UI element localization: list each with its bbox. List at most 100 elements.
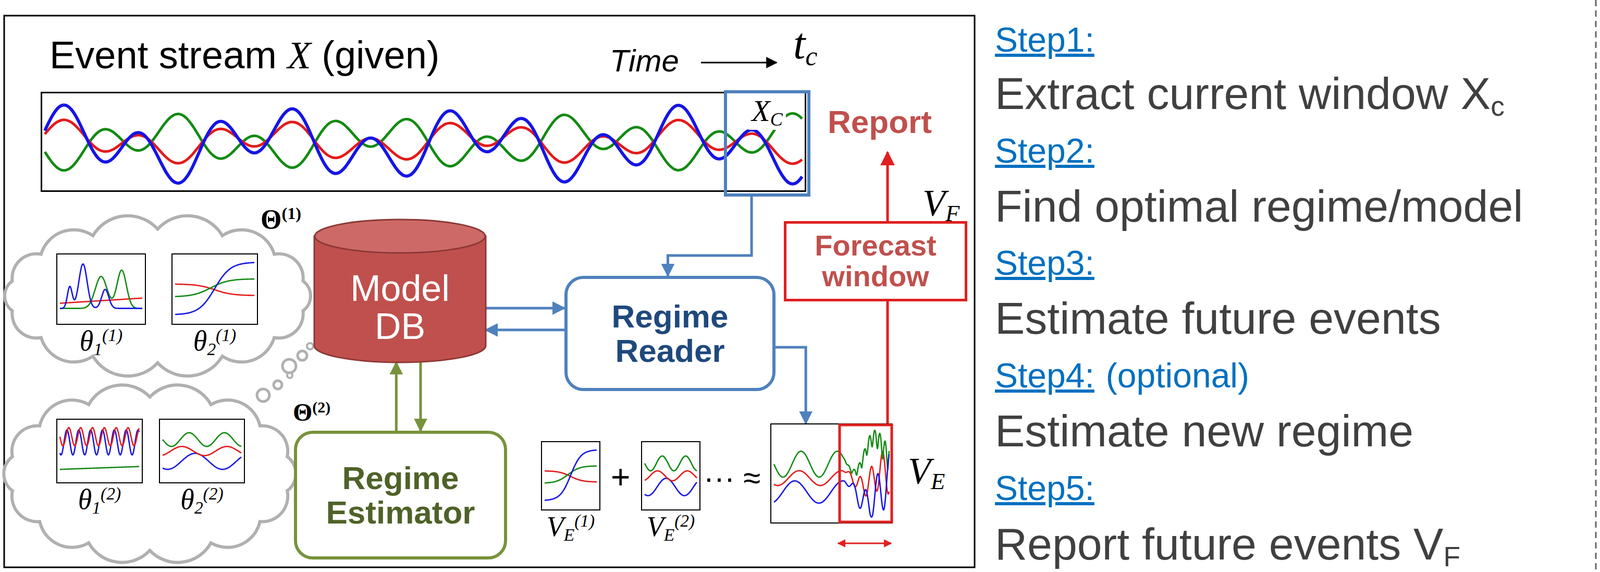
text-part: Θ: [292, 398, 313, 426]
connector-arrow: [485, 306, 565, 310]
parameter-label: VE(1): [546, 511, 595, 544]
text-part: θ: [78, 483, 93, 515]
step-description: Find optimal regime/model: [994, 183, 1523, 229]
text-part: θ: [79, 325, 94, 357]
forecast-box: Forecast window: [783, 220, 968, 302]
parameter-label: VE(2): [646, 511, 695, 544]
text-part: (1): [102, 325, 123, 345]
text-part: E: [663, 524, 675, 545]
current-window-box: XC: [723, 90, 811, 197]
thought-bubble: [256, 388, 270, 402]
text-part: E: [563, 524, 575, 545]
text-part: θ: [193, 325, 208, 357]
connector-arrow: [419, 362, 422, 431]
estimate-plot: VE: [770, 423, 893, 524]
cloud-outline: [3, 384, 296, 562]
thought-bubble: [282, 359, 297, 373]
text-part: 2: [206, 339, 216, 359]
time-label: tc: [793, 19, 818, 71]
step-heading: Step3:: [994, 243, 1095, 282]
text-part: θ: [180, 483, 195, 515]
thought-bubble: [273, 380, 282, 389]
step-description: Estimate future events: [994, 295, 1442, 341]
thought-bubble: [287, 372, 293, 378]
text-part: t: [793, 19, 806, 68]
database-cylinder: Model DB: [314, 219, 486, 363]
data-curve: [544, 449, 597, 500]
component-plot: VE(2): [641, 440, 701, 511]
data-curve: [59, 269, 143, 309]
report-label: Report: [827, 104, 932, 140]
text-part: E: [930, 468, 945, 495]
data-curve: [59, 263, 143, 309]
parameter-label: θ2(2): [180, 484, 224, 517]
text-part: C: [770, 108, 783, 130]
text-part: (1): [281, 203, 302, 223]
forecast-value-label: VF: [922, 182, 960, 227]
data-curve: [162, 446, 242, 456]
cylinder-top: [314, 219, 486, 253]
step-heading: Step1:: [994, 20, 1095, 59]
approx-sign: ··· ≈: [703, 460, 761, 496]
node-illustration: [771, 424, 892, 523]
text-part: (1): [574, 510, 595, 531]
process-label: Regime Reader: [592, 299, 749, 367]
text-part: (2): [203, 483, 224, 503]
data-curve: [773, 453, 890, 517]
text-part: 1: [91, 497, 101, 518]
text-part: X: [751, 93, 770, 128]
model-set-label: Θ(2): [292, 398, 331, 426]
step-description: Report future events VF: [994, 521, 1461, 571]
component-plot: VE(1): [540, 440, 601, 511]
time-arrow: [700, 62, 777, 64]
forecast-label: Forecast window: [797, 230, 954, 292]
process-box: Regime Reader: [564, 275, 776, 391]
node-illustration: [57, 419, 142, 483]
stream-title: Event stream X (given): [49, 34, 440, 77]
model-plot: θ1(1): [56, 253, 146, 325]
text-part: (1): [215, 325, 237, 345]
parameter-label: θ2(1): [193, 325, 237, 359]
text-part: (given): [311, 33, 440, 77]
database-label: Model DB: [340, 269, 461, 347]
text-part: 1: [93, 339, 103, 359]
text-part: Extract current window X: [994, 68, 1491, 119]
node-illustration: [542, 441, 600, 510]
panel-border: [4, 15, 975, 568]
text-part: F: [945, 200, 960, 227]
model-cloud: Θ(1)θ1(1)θ2(1): [15, 221, 300, 371]
model-plot: θ2(1): [171, 253, 258, 325]
connector-arrow: [667, 196, 752, 276]
parameter-label: θ1(1): [79, 325, 123, 359]
step-heading: Step2:: [994, 131, 1095, 170]
connector-arrow: [485, 328, 565, 331]
text-part: V: [922, 181, 946, 224]
text-part: (2): [312, 398, 331, 416]
model-set-label: Θ(1): [260, 204, 302, 234]
text-part: Report future events V: [994, 518, 1444, 569]
cylinder-body: [314, 236, 486, 363]
text-part: 2: [194, 497, 204, 518]
data-curve: [644, 470, 697, 481]
step-description: Extract current window Xc: [994, 70, 1505, 121]
model-cloud: Θ(2)θ1(2)θ2(2): [15, 388, 285, 559]
data-curve: [59, 427, 140, 446]
node-illustration: [42, 93, 805, 191]
thought-bubble: [306, 342, 314, 350]
process-label: Regime Estimator: [314, 460, 487, 529]
model-plot: θ1(2): [56, 418, 143, 484]
node-illustration: [160, 419, 244, 483]
text-part: X: [287, 33, 312, 77]
step-note: (optional): [1105, 356, 1250, 395]
text-part: c: [805, 41, 818, 71]
text-part: Θ: [260, 204, 282, 235]
text-part: V: [907, 449, 931, 492]
data-curve: [773, 429, 890, 477]
connector-arrow: [775, 347, 806, 424]
data-curve: [644, 455, 697, 471]
thought-bubble: [297, 350, 307, 361]
model-plot: θ2(2): [158, 418, 245, 484]
step-heading: Step5:: [994, 469, 1095, 508]
text-part: Event stream: [49, 33, 288, 77]
forecast-bracket: [839, 424, 892, 522]
